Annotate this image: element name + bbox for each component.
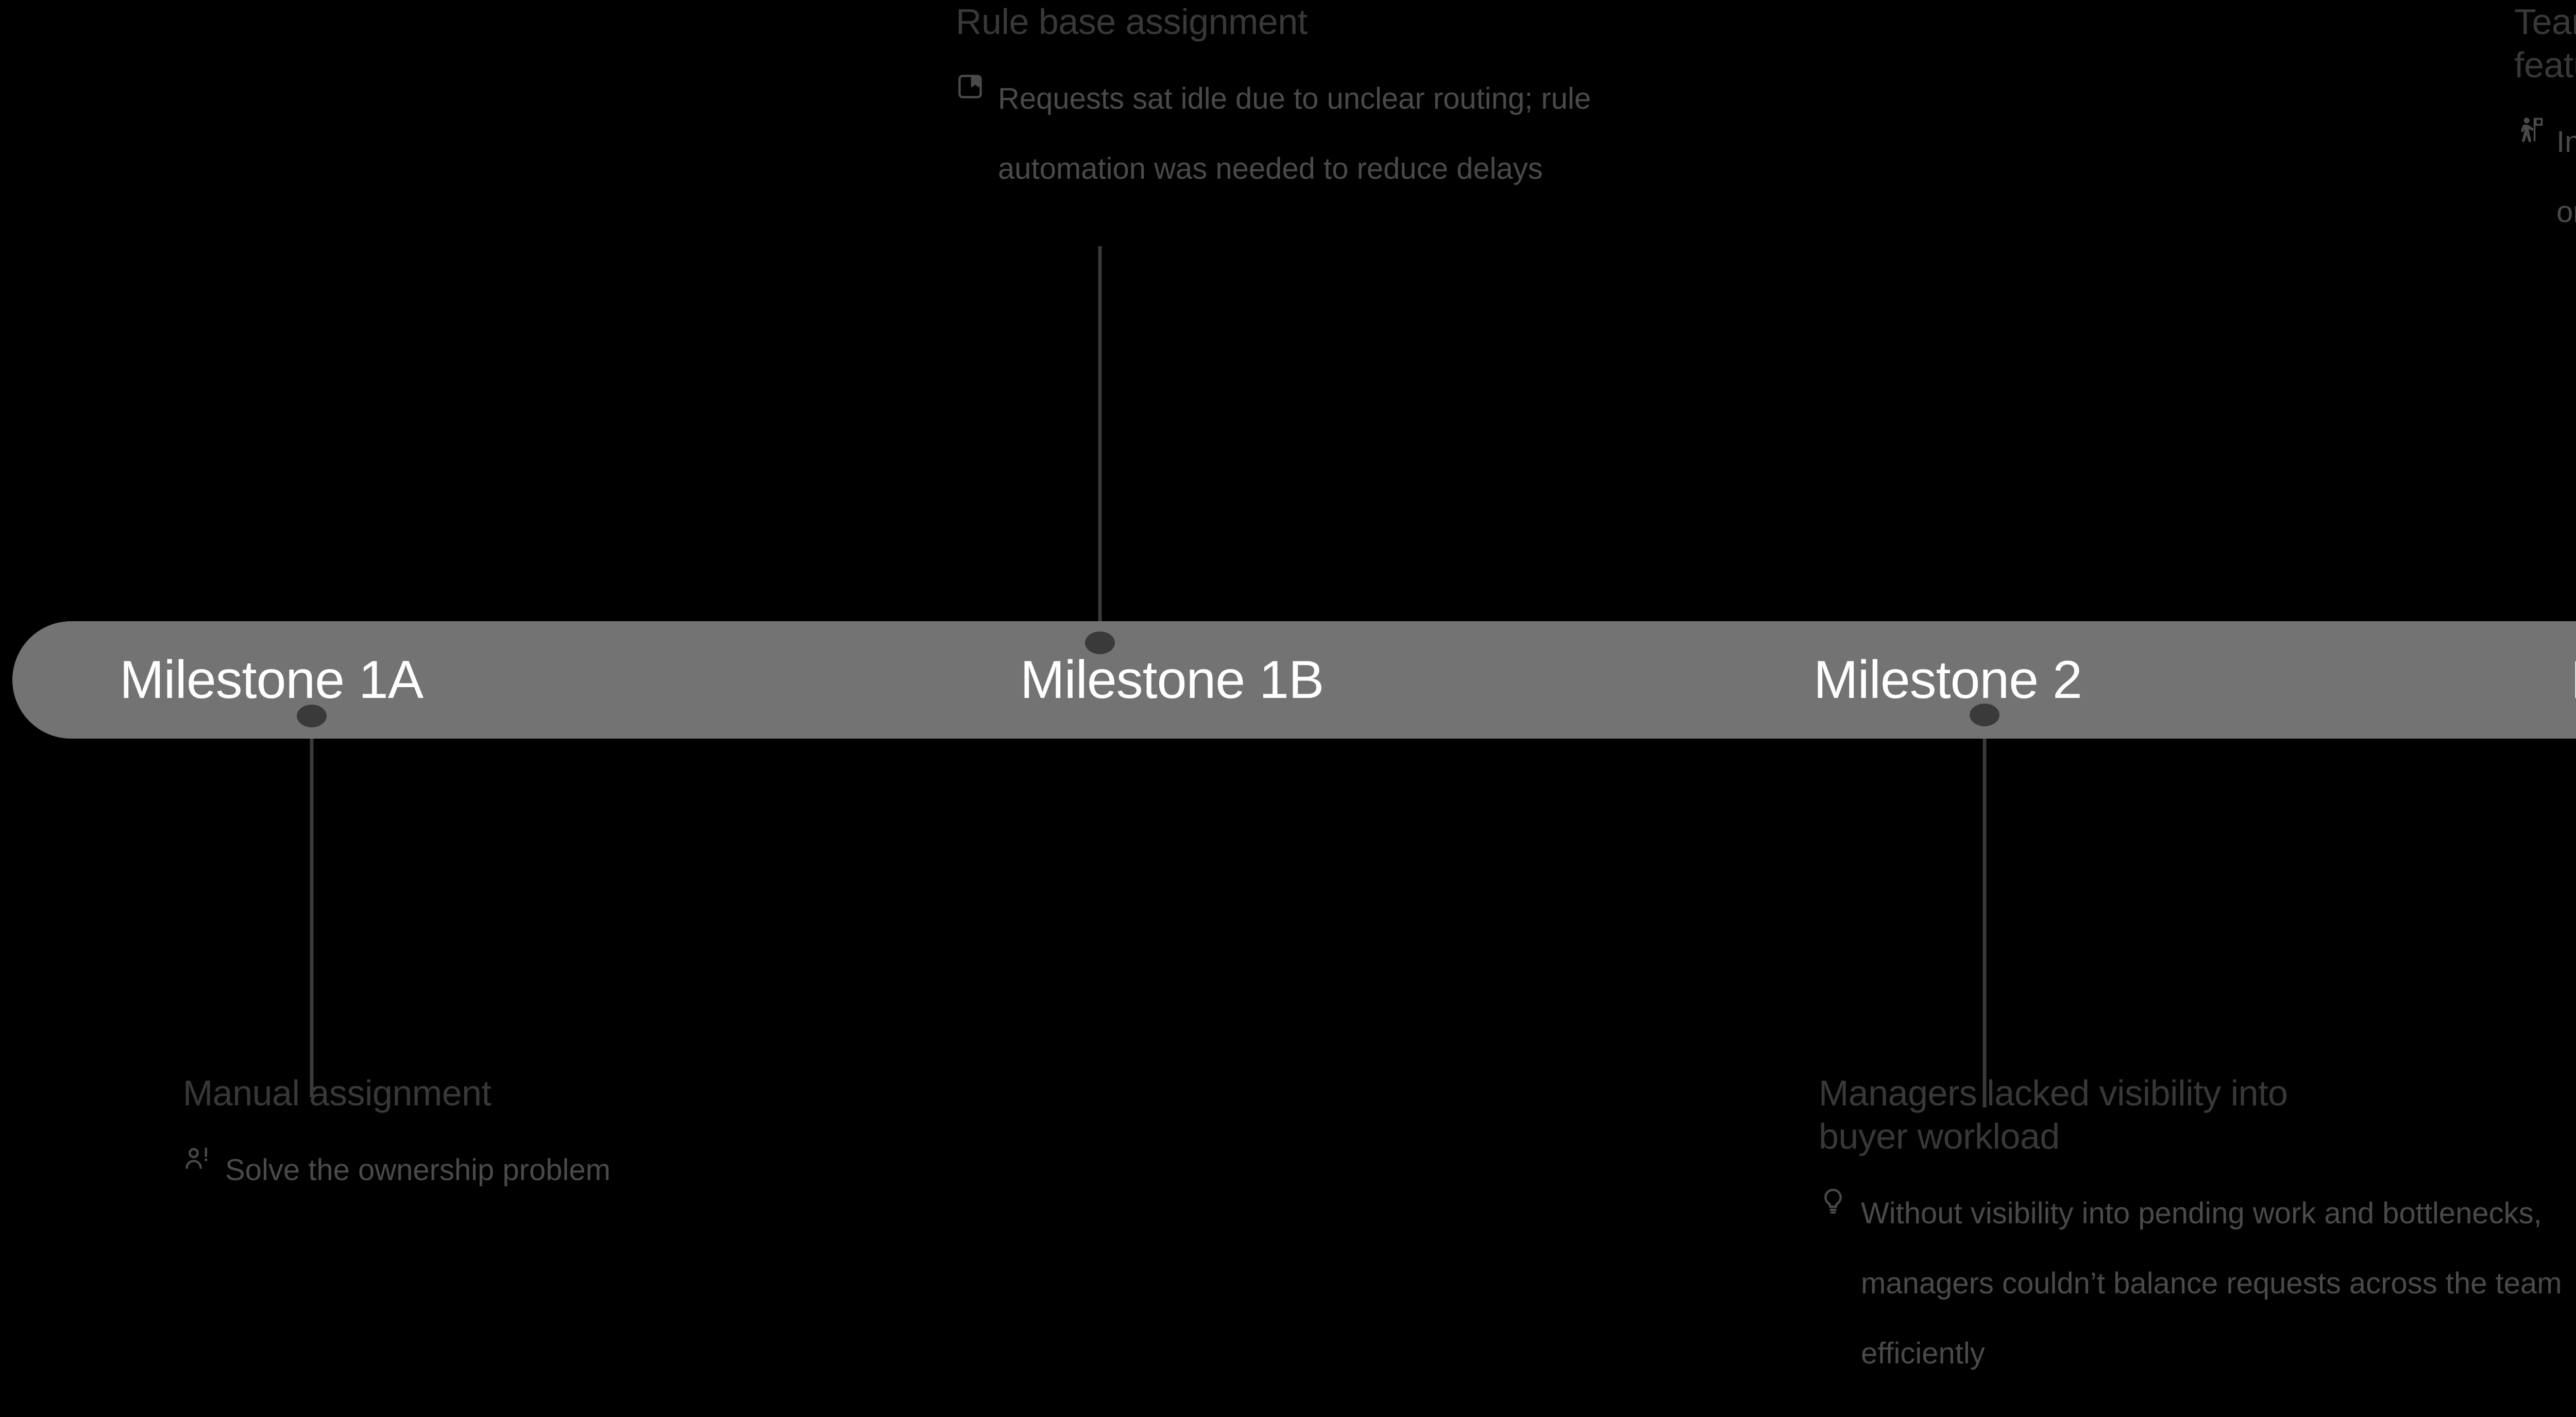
connector-milestone-1b-dot[interactable] — [1085, 631, 1115, 654]
annotation-body: Without visibility into pending work and… — [1819, 1179, 2576, 1389]
annotation-managers-lacked-visibility: Managers lacked visibility into buyer wo… — [1819, 1071, 2576, 1389]
person-flag-icon — [2514, 115, 2543, 144]
milestone-label-3[interactable]: Milestone 2 — [1814, 650, 2082, 710]
connector-milestone-2-dot[interactable] — [1970, 704, 1999, 726]
annotation-body: Requests sat idle due to unclear routing… — [956, 64, 1595, 204]
annotation-text: Solve the ownership problem — [225, 1153, 611, 1187]
annotation-title: Managers lacked visibility into buyer wo… — [1819, 1073, 2288, 1156]
annotation-text: Requests sat idle due to unclear routing… — [998, 82, 1591, 185]
annotation-body: Introduced new features and trained team… — [2514, 107, 2576, 247]
user-alert-icon — [183, 1143, 212, 1172]
bookmark-icon — [956, 72, 985, 101]
annotation-title: Rule base assignment — [956, 2, 1308, 42]
annotation-team-onboarding-feature-adoption: Team onboarding & feature adoptionIntrod… — [2514, 0, 2576, 247]
milestone-label-2[interactable]: Milestone 1B — [1020, 650, 1324, 710]
connector-milestone-1a-dot[interactable] — [297, 705, 327, 727]
annotation-title: Team onboarding & feature adoption — [2514, 2, 2576, 85]
connector-milestone-2-line — [1982, 715, 1987, 1107]
lightbulb-icon — [1819, 1187, 1848, 1216]
timeline-bar — [12, 621, 2576, 739]
annotation-text: Introduced new features and trained team… — [2556, 125, 2576, 229]
connector-milestone-1a-line — [310, 716, 314, 1097]
annotation-title: Manual assignment — [183, 1073, 492, 1113]
annotation-body: Solve the ownership problem — [183, 1135, 827, 1205]
annotation-text: Without visibility into pending work and… — [1861, 1197, 2562, 1370]
milestone-label-4[interactable]: Milestone 3 — [2571, 644, 2576, 716]
milestone-label-1[interactable]: Milestone 1A — [120, 650, 423, 710]
connector-milestone-1b-line — [1098, 246, 1102, 643]
